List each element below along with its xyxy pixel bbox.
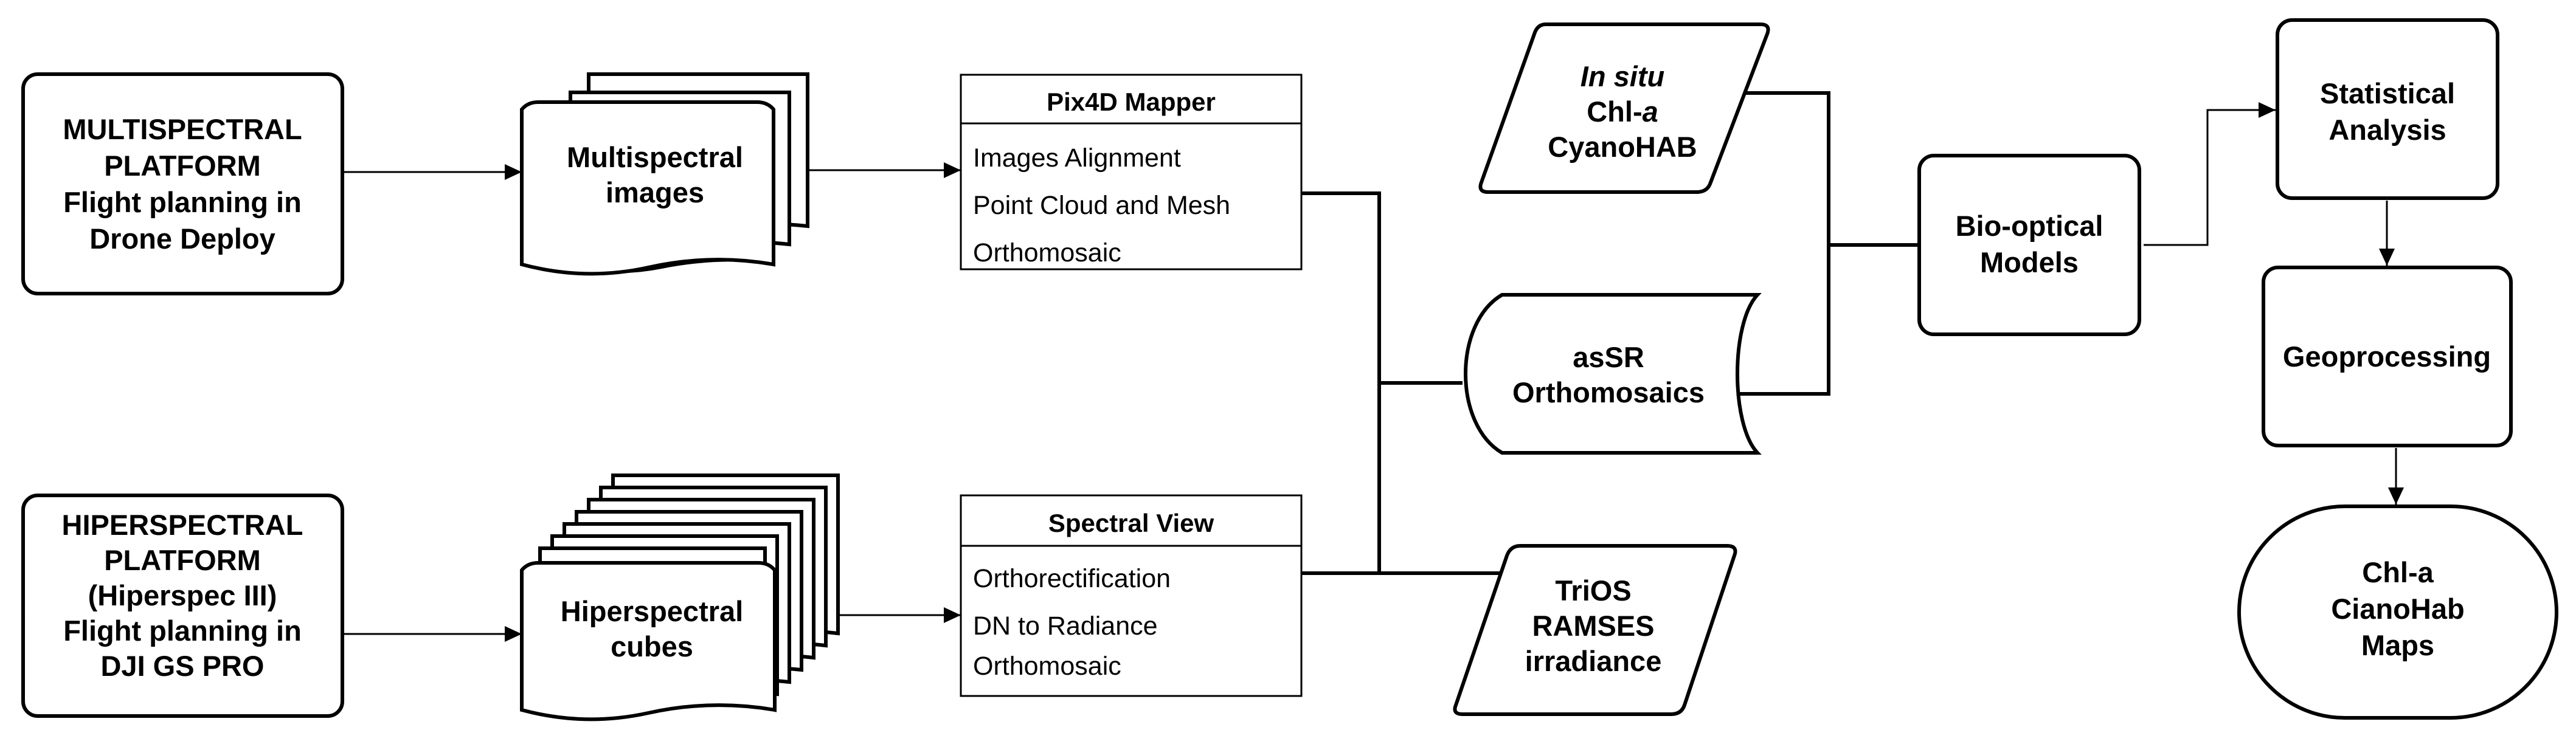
hs-cubes-line-2: cubes [611, 630, 693, 663]
bio-optical-line-1: Bio-optical [1956, 210, 2103, 242]
ms-images-line-2: images [606, 176, 704, 208]
in-situ-line-2: Chl-a [1587, 95, 1658, 128]
arrow-biooptical-to-statistical [2144, 102, 2276, 246]
multispectral-images-stack: Multispectral images [520, 72, 809, 276]
pix4d-frame [960, 74, 1303, 270]
spectral-view-item-orthomosaic: Orthomosaic [973, 652, 1121, 681]
geoprocessing-label: Geoprocessing [2283, 340, 2491, 373]
multispectral-platform-box: MULTISPECTRAL PLATFORM Flight planning i… [21, 72, 344, 295]
pix4d-item-point-cloud: Point Cloud and Mesh [973, 191, 1230, 220]
assr-orthomosaics-storage: asSR Orthomosaics [1464, 293, 1762, 455]
geoprocessing-box: Geoprocessing [2262, 266, 2513, 447]
bio-optical-line-2: Models [1980, 246, 2079, 278]
trios-irradiance-parallelogram: TriOS RAMSES irradiance [1453, 544, 1737, 716]
pix4d-title: Pix4D Mapper [1047, 88, 1216, 116]
document-sheet-front [520, 561, 777, 721]
hs-platform-line-5: DJI GS PRO [100, 650, 264, 682]
statistical-line-1: Statistical [2320, 77, 2455, 109]
hiperspectral-cubes-stack: Hiperspectral cubes [520, 473, 840, 721]
hs-platform-line-2: PLATFORM [104, 544, 261, 576]
hs-platform-line-3: (Hiperspec III) [88, 579, 277, 611]
statistical-analysis-box: Statistical Analysis [2276, 18, 2499, 200]
trios-line-3: irradiance [1525, 645, 1662, 677]
bio-optical-models-box: Bio-optical Models [1917, 154, 2141, 336]
ms-platform-line-4: Drone Deploy [89, 222, 275, 255]
connector-processing-merge [1301, 191, 1381, 575]
hs-cubes-line-1: Hiperspectral [561, 595, 743, 627]
in-situ-data-parallelogram: In situ Chl-a CyanoHAB [1478, 22, 1770, 194]
hiperspectral-platform-box: HIPERSPECTRAL PLATFORM (Hiperspec III) F… [21, 494, 344, 718]
ms-platform-line-1: MULTISPECTRAL [63, 113, 302, 145]
pix4d-item-images-alignment: Images Alignment [973, 143, 1181, 173]
maps-output-terminator: Chl-a CianoHab Maps [2237, 504, 2558, 720]
spectral-view-box: Spectral View Orthorectification DN to R… [960, 494, 1303, 697]
trios-line-2: RAMSES [1532, 610, 1654, 642]
document-sheet-front [520, 100, 775, 276]
trios-line-1: TriOS [1555, 574, 1631, 607]
statistical-line-2: Analysis [2328, 114, 2446, 146]
maps-line-2: CianoHab [2331, 593, 2464, 625]
maps-line-1: Chl-a [2362, 556, 2434, 588]
ms-platform-line-3: Flight planning in [63, 186, 302, 218]
in-situ-line-3: CyanoHAB [1548, 131, 1697, 163]
spectral-view-item-dn-to-radiance: DN to Radiance [973, 611, 1158, 641]
ms-platform-line-2: PLATFORM [104, 150, 261, 182]
spectral-view-item-orthorectification: Orthorectification [973, 564, 1171, 593]
hs-platform-line-1: HIPERSPECTRAL [62, 509, 303, 541]
hs-platform-line-4: Flight planning in [63, 615, 302, 647]
pix4d-item-orthomosaic: Orthomosaic [973, 238, 1121, 267]
pix4d-mapper-box: Pix4D Mapper Images Alignment Point Clou… [960, 74, 1303, 270]
maps-line-3: Maps [2361, 629, 2434, 661]
assr-line-2: Orthomosaics [1512, 376, 1705, 408]
assr-line-1: asSR [1573, 341, 1644, 373]
connectors [344, 91, 2404, 642]
in-situ-line-1: In situ [1581, 60, 1664, 92]
ms-images-line-1: Multispectral [567, 141, 743, 173]
connector-inputs-merge [1739, 91, 1830, 396]
spectral-view-title: Spectral View [1048, 509, 1214, 537]
spectral-view-frame [960, 494, 1303, 697]
